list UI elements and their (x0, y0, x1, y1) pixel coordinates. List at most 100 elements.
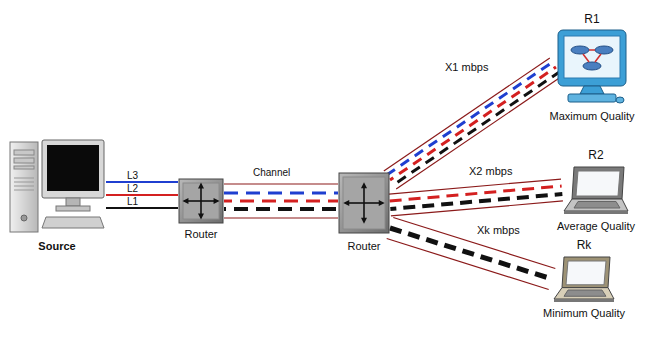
router-icon (178, 178, 224, 224)
edge-label: L3 (126, 171, 139, 181)
drawing-line (14, 190, 34, 191)
connector (389, 179, 563, 216)
drawing-circle (21, 215, 27, 221)
stream-line (106, 207, 178, 209)
drawing-rect (14, 158, 34, 163)
drawing-rect (339, 173, 389, 233)
drawing-polygon (566, 261, 606, 285)
computer-icon (8, 138, 106, 234)
drawing-rect (564, 36, 620, 78)
desktop-icon (556, 28, 628, 106)
drawing-rect (558, 30, 626, 86)
drawing-polygon (574, 202, 620, 209)
node-name: R1 (584, 13, 599, 26)
drawing-polygon (361, 182, 367, 188)
drawing-ellipse (583, 62, 601, 70)
drawing-polygon (198, 214, 204, 220)
drawing-line (14, 178, 34, 179)
edge-label: X2 mbps (468, 166, 513, 177)
drawing-polygon (343, 200, 349, 206)
edge-label: Channel (252, 168, 291, 178)
channel-border (224, 183, 338, 184)
channel-border (396, 76, 562, 189)
stream-line (390, 67, 556, 180)
receiver-desktop: R1Maximum Quality (556, 28, 628, 106)
stream-line (390, 194, 562, 209)
drawing-rect (554, 299, 614, 302)
edge-label: X1 mbps (444, 62, 489, 73)
laptop-icon (552, 255, 616, 303)
laptop-icon (562, 165, 630, 215)
channel-border (391, 201, 563, 216)
drawing-rect (10, 142, 38, 232)
channel-border (384, 58, 550, 171)
connector (224, 184, 338, 218)
drawing-polygon (580, 86, 604, 94)
drawing-polygon (379, 200, 385, 206)
stream-line (224, 192, 338, 195)
edge-label: L1 (126, 197, 139, 207)
stream-line (106, 194, 178, 196)
drawing-rect (179, 179, 223, 223)
drawing-line (14, 186, 34, 187)
node-caption: Average Quality (557, 220, 635, 232)
drawing-polygon (576, 171, 620, 196)
drawing-polygon (42, 217, 104, 228)
drawing-polygon (361, 218, 367, 224)
drawing-rect (343, 177, 385, 229)
drawing-line (595, 54, 601, 62)
node-caption: Minimum Quality (543, 307, 625, 319)
channel-border (387, 238, 549, 289)
drawing-polygon (182, 198, 188, 204)
drawing-polygon (198, 182, 204, 188)
stream-line (224, 200, 338, 203)
drawing-rect (183, 183, 219, 219)
connector (387, 218, 556, 290)
connector (384, 58, 562, 189)
node-caption: Maximum Quality (550, 110, 635, 122)
connector (106, 182, 178, 183)
drawing-rect (47, 145, 99, 191)
drawing-polygon (564, 199, 628, 211)
channel-border (224, 217, 338, 218)
node-caption: Router (184, 228, 217, 240)
drawing-line (589, 49, 595, 51)
drawing-ellipse (616, 97, 624, 103)
drawing-rect (42, 140, 104, 198)
edge-label: L2 (126, 184, 139, 194)
stream-line (390, 186, 562, 201)
drawing-line (583, 54, 589, 62)
receiver-laptop: R2Average Quality (562, 165, 630, 215)
drawing-polygon (554, 288, 614, 299)
node-name: Rk (577, 239, 592, 252)
drawing-polygon (564, 290, 606, 296)
router-icon (338, 172, 390, 234)
stream-line (224, 207, 338, 211)
drawing-rect (56, 206, 90, 211)
node-caption: Source (38, 240, 75, 252)
drawing-rect (66, 198, 80, 206)
node-caption: Router (347, 240, 380, 252)
node-name: R2 (588, 149, 603, 162)
stream-line (393, 72, 559, 185)
router-node: Router (178, 178, 224, 224)
source-computer: Source (8, 138, 106, 234)
drawing-rect (14, 166, 34, 169)
channel-border (393, 218, 555, 269)
drawing-polygon (572, 167, 624, 199)
router-node: Router (338, 172, 390, 234)
edge-label: Xk mbps (476, 225, 521, 236)
drawing-ellipse (571, 46, 589, 54)
drawing-rect (14, 150, 34, 155)
drawing-polygon (214, 198, 220, 204)
drawing-rect (564, 211, 628, 214)
drawing-ellipse (595, 46, 613, 54)
connector (106, 208, 178, 209)
stream-line (390, 228, 552, 279)
stream-line (106, 181, 178, 183)
receiver-laptop: RkMinimum Quality (552, 255, 616, 303)
stream-line (387, 62, 553, 175)
channel-border (389, 179, 561, 194)
drawing-polygon (562, 257, 610, 288)
